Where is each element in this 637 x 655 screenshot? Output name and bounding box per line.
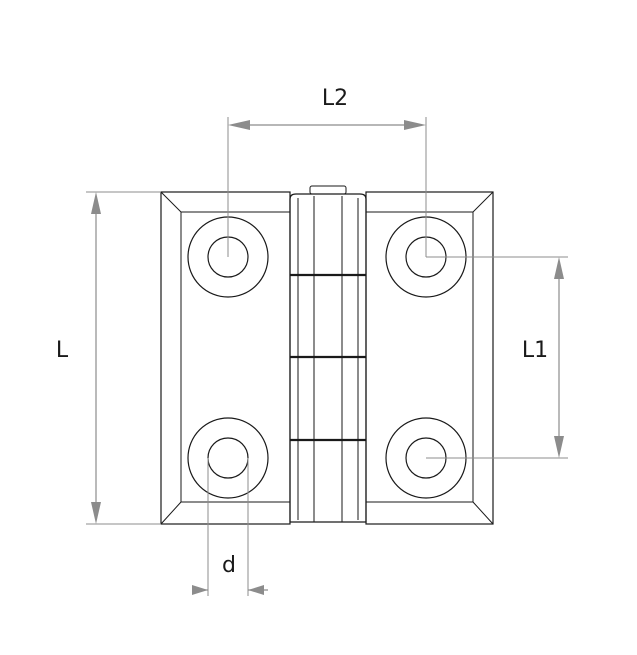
label-l: L xyxy=(56,338,69,363)
right-leaf xyxy=(365,191,494,525)
label-l1: L1 xyxy=(522,338,548,363)
left-leaf xyxy=(160,191,291,525)
label-l2: L2 xyxy=(322,86,348,111)
label-d: d xyxy=(222,553,236,578)
dimension-d: d xyxy=(192,458,268,596)
dimension-l1: L1 xyxy=(426,256,568,459)
hinge-knuckle xyxy=(289,185,367,523)
dimension-l2: L2 xyxy=(227,86,427,257)
dimension-l: L xyxy=(56,191,161,525)
hole-bottom-left xyxy=(187,417,269,499)
